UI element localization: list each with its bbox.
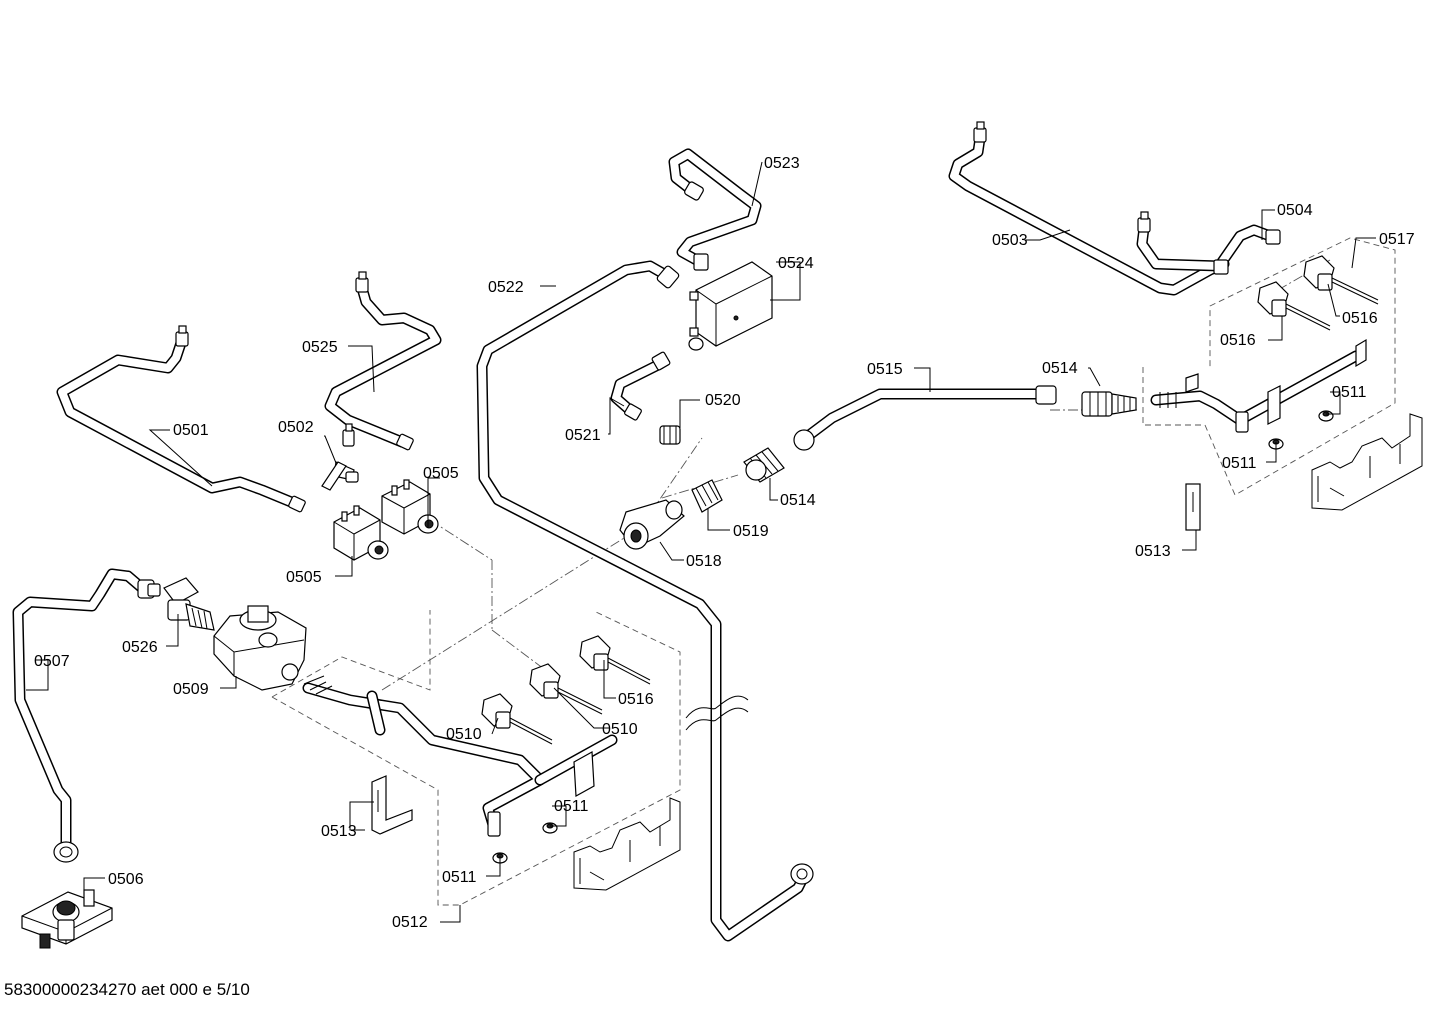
- pipe-0525: [324, 271, 442, 451]
- fitting-0520: [659, 425, 681, 445]
- pipe-0507: [12, 568, 161, 863]
- label-0516-right-b: 0516: [1342, 310, 1378, 327]
- label-0516-right-a: 0516: [1220, 332, 1256, 349]
- frame-left: [573, 797, 681, 891]
- part-labels: 0501 0502 0503 0504 0505 0505 0506 0507 …: [34, 155, 1415, 931]
- nut-0511-c: [1318, 410, 1334, 422]
- burner-valve-0510-a: [481, 693, 553, 745]
- label-0519: 0519: [733, 523, 769, 540]
- frame-right: [1311, 413, 1423, 511]
- connector-0506: [21, 889, 113, 949]
- burner-valve-0510-b: [529, 663, 603, 715]
- label-0505-upper: 0505: [423, 465, 459, 482]
- nut-0511-a: [542, 822, 558, 834]
- fitting-0514-left: [743, 447, 785, 483]
- manifold-0512: [302, 675, 618, 837]
- label-0507: 0507: [34, 653, 70, 670]
- label-0513-left: 0513: [321, 823, 357, 840]
- label-0510-b: 0510: [602, 721, 638, 738]
- label-0511-d: 0511: [1222, 455, 1257, 472]
- burner-valve-0516-right: [1257, 281, 1331, 331]
- burner-valve-0517: [1303, 255, 1379, 305]
- pipe-0501: [56, 325, 306, 513]
- label-0524: 0524: [778, 255, 814, 272]
- label-0514-left: 0514: [780, 492, 816, 509]
- burner-valve-0516-left: [579, 635, 651, 685]
- bracket-0513-left: [371, 775, 413, 835]
- pipe-0523: [668, 148, 762, 271]
- bracket-0513-right: [1185, 483, 1201, 531]
- label-0504: 0504: [1277, 202, 1313, 219]
- label-0501: 0501: [173, 422, 209, 439]
- box-0524: [688, 261, 773, 351]
- label-0516-left: 0516: [618, 691, 654, 708]
- label-0517: 0517: [1379, 231, 1415, 248]
- label-0520: 0520: [705, 392, 741, 409]
- label-0503: 0503: [992, 232, 1028, 249]
- manifold-right: [1150, 338, 1367, 433]
- label-0502: 0502: [278, 419, 314, 436]
- pipe-0503: [948, 121, 1230, 296]
- label-0512: 0512: [392, 914, 428, 931]
- pipe-0515: [793, 385, 1057, 451]
- label-0521: 0521: [565, 427, 601, 444]
- solenoid-valve-0505-lower: [333, 505, 389, 561]
- label-0510-a: 0510: [446, 726, 482, 743]
- label-0505-lower: 0505: [286, 569, 322, 586]
- solenoid-valve-0505-upper: [381, 479, 439, 535]
- tee-0518: [619, 499, 685, 550]
- pipe-0504: [1213, 224, 1281, 275]
- label-0509: 0509: [173, 681, 209, 698]
- label-0511-c: 0511: [1332, 384, 1367, 401]
- label-0511-b: 0511: [442, 869, 477, 886]
- leader-lines: [26, 161, 1376, 923]
- label-0506: 0506: [108, 871, 144, 888]
- document-code: 58300000234270 aet 000 e 5/10: [4, 980, 250, 999]
- label-0511-a: 0511: [554, 798, 589, 815]
- label-0522: 0522: [488, 279, 524, 296]
- label-0525: 0525: [302, 339, 338, 356]
- pressure-regulator-0509: [213, 605, 307, 691]
- pipe-0521: [610, 351, 671, 421]
- label-0523: 0523: [764, 155, 800, 172]
- label-0526: 0526: [122, 639, 158, 656]
- label-0514-right: 0514: [1042, 360, 1078, 377]
- coupling-0526: [163, 577, 215, 631]
- sleeve-0519: [691, 479, 723, 513]
- label-0513-right: 0513: [1135, 543, 1171, 560]
- fitting-0514-right: [1081, 391, 1137, 417]
- label-0515: 0515: [867, 361, 903, 378]
- pipe-0522: [476, 260, 814, 942]
- label-0518: 0518: [686, 553, 722, 570]
- valve-0502: [321, 423, 359, 491]
